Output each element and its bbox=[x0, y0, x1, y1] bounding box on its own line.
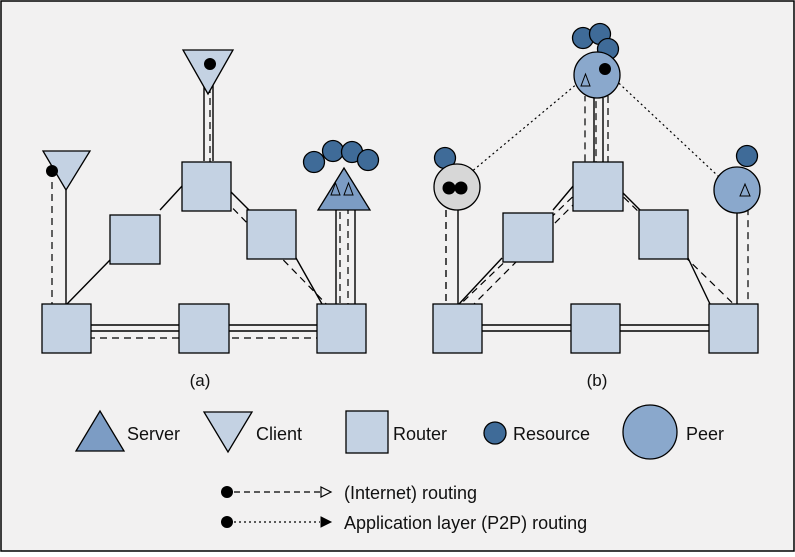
panel-b: (b) bbox=[432, 22, 761, 390]
route-endpoint-dot bbox=[442, 181, 456, 195]
route-endpoint-dot bbox=[599, 63, 611, 75]
arrow-head-open-icon bbox=[343, 181, 354, 196]
router-icon bbox=[246, 209, 297, 260]
arrow-head-open-icon bbox=[320, 486, 333, 498]
panel-b-label: (b) bbox=[587, 371, 608, 390]
route-endpoint-dot bbox=[221, 486, 233, 498]
peer-icon bbox=[573, 51, 621, 99]
route-endpoint-dot bbox=[204, 58, 216, 70]
legend-peer-label: Peer bbox=[686, 424, 724, 444]
router-icon bbox=[708, 303, 759, 354]
resource-icon bbox=[735, 144, 759, 168]
client-inverted-triangle-icon bbox=[202, 411, 254, 454]
router-icon bbox=[432, 303, 483, 354]
legend-server-label: Server bbox=[127, 424, 180, 444]
router-icon bbox=[41, 303, 92, 354]
panel-b-links bbox=[457, 98, 738, 332]
resource-circle-icon bbox=[483, 421, 507, 445]
client-icon bbox=[181, 49, 235, 96]
router-icon bbox=[316, 303, 367, 354]
peer-circle-icon bbox=[622, 404, 678, 460]
server-triangle-icon bbox=[74, 409, 126, 452]
router-icon bbox=[178, 303, 230, 354]
legend-p2p-routing-label: Application layer (P2P) routing bbox=[344, 513, 587, 533]
arrow-head-open-icon bbox=[580, 72, 591, 87]
route-endpoint-dot bbox=[454, 181, 468, 195]
arrow-head-open-icon bbox=[330, 181, 341, 196]
legend: Server Client Router Resource Peer (Inte… bbox=[74, 404, 724, 533]
router-icon bbox=[572, 161, 624, 212]
legend-resource-label: Resource bbox=[513, 424, 590, 444]
router-icon bbox=[109, 214, 161, 265]
resource-icon bbox=[321, 139, 345, 163]
legend-router-label: Router bbox=[393, 424, 447, 444]
route-endpoint-dot bbox=[46, 165, 58, 177]
router-icon bbox=[570, 303, 621, 354]
router-icon bbox=[502, 212, 554, 263]
resource-icon bbox=[356, 148, 380, 172]
router-icon bbox=[181, 161, 232, 212]
server-icon bbox=[316, 166, 372, 211]
resource-icon bbox=[302, 150, 326, 174]
legend-client-label: Client bbox=[256, 424, 302, 444]
arrow-head-filled-icon bbox=[320, 516, 333, 528]
panel-a-label: (a) bbox=[190, 371, 211, 390]
router-square-icon bbox=[345, 410, 389, 454]
panel-a-links bbox=[65, 76, 356, 332]
peer-icon bbox=[713, 166, 761, 214]
route-endpoint-dot bbox=[221, 516, 233, 528]
arrow-head-open-icon bbox=[739, 182, 751, 197]
router-icon bbox=[638, 209, 689, 260]
panel-b-p2p-routes bbox=[457, 72, 734, 191]
legend-internet-routing-label: (Internet) routing bbox=[344, 483, 477, 503]
panel-a: (a) bbox=[41, 49, 380, 390]
